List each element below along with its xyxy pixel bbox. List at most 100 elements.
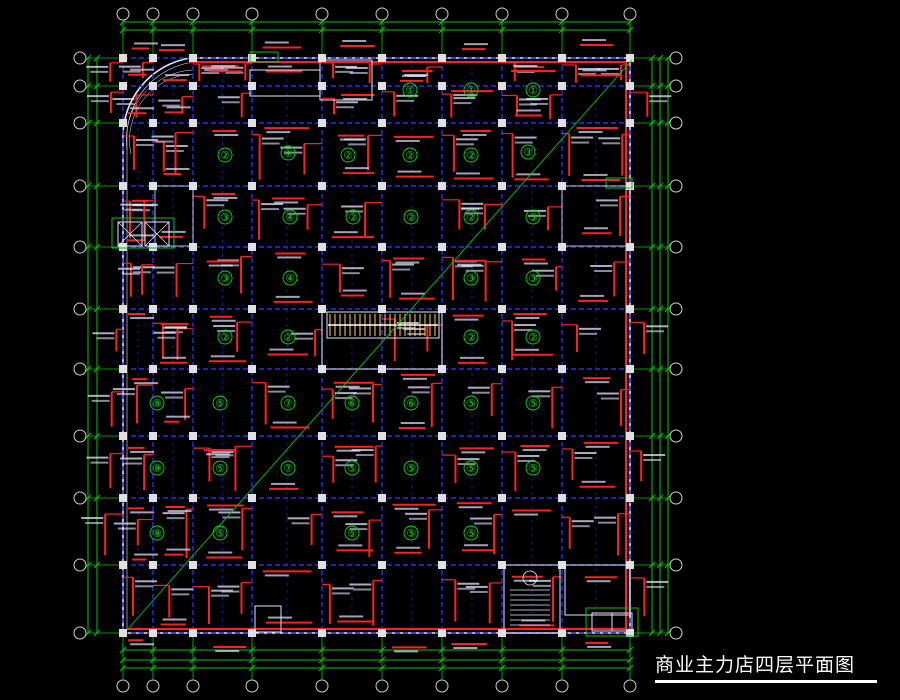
beam-text [158,99,181,102]
beam-text [583,173,608,176]
column [626,82,634,90]
column [498,119,506,127]
beam-text [401,74,426,77]
beam-text [516,173,541,176]
beam-text [349,528,368,531]
beam-text [457,463,476,466]
beam-text [211,451,234,454]
beam-text [602,142,621,145]
beam-text [596,199,619,202]
special-areas [111,51,639,637]
beam-text [582,69,607,72]
slab-label-ring [149,395,165,411]
column [119,82,127,90]
slab-label-ring [463,395,479,411]
column [378,243,386,251]
column [498,629,506,637]
beam-text [295,337,314,340]
beam-text [161,44,186,47]
beam-text [571,136,594,139]
beam-text [517,460,536,463]
column [119,182,127,190]
column [248,243,256,251]
beam-text [580,294,605,297]
beam-text [210,355,235,358]
column [438,82,446,90]
column [438,54,446,62]
beam-text [269,348,294,351]
beam-text [267,385,290,388]
slab-label-ring [212,460,228,476]
beam-text [116,393,135,396]
slab-label-ring [149,525,165,541]
beam-text [585,381,610,384]
column [318,629,326,637]
slab-label-ring [149,460,165,476]
column [626,629,634,637]
beam-text [586,580,611,583]
beam-text [523,209,546,212]
column [558,243,566,251]
beam-text [335,70,354,73]
beam-text [333,231,358,234]
column [318,54,326,62]
column [318,119,326,127]
beam-text [343,97,368,100]
slab-label-ring [344,525,360,541]
beam-text [532,395,551,398]
column [248,82,256,90]
beam-text [335,464,354,467]
column [438,494,446,502]
slab-label: ① [405,84,415,97]
beam-text [206,453,231,456]
beam-text [344,167,369,170]
beam-text [266,131,291,134]
beam-text [649,95,672,98]
beam-text [134,382,159,385]
column [558,119,566,127]
beam-text [291,522,310,525]
beam-text [396,322,419,325]
beam-text [457,458,480,461]
beam-text [275,295,300,298]
column [318,494,326,502]
beam-text [163,326,188,329]
slab-label: ⑤ [406,462,416,475]
beam-text [132,266,155,269]
column [318,243,326,251]
slab-label: ⑥ [347,397,357,410]
beam-text [135,144,154,147]
column [119,561,127,569]
slab-label: ⑤ [466,397,476,410]
column [189,365,197,373]
beam-text [334,397,353,400]
slab-label-ring [344,395,360,411]
beam-text [130,107,155,110]
slab-label: ③ [220,272,230,285]
beam-text [208,264,233,267]
beam-text [272,421,297,424]
beam-text [335,101,358,104]
beam-text [463,43,488,46]
slab-label-ring [282,209,298,225]
drawing-title: 商业主力店四层平面图 [655,654,856,676]
column [558,432,566,440]
slab-label-ring [212,525,228,541]
beam-text [392,268,411,271]
green-outline [605,177,633,189]
slab-label-ring [402,82,418,98]
beam-text [206,204,225,207]
column [318,182,326,190]
column [149,305,157,313]
beam-text [514,136,537,139]
beam-text [396,546,421,549]
column [149,119,157,127]
column [248,365,256,373]
beam-text [86,65,109,68]
beam-text [134,553,159,556]
shaft-cross [117,221,143,247]
beam-text [394,650,419,653]
slab-label-ring [217,329,233,345]
column [189,494,197,502]
